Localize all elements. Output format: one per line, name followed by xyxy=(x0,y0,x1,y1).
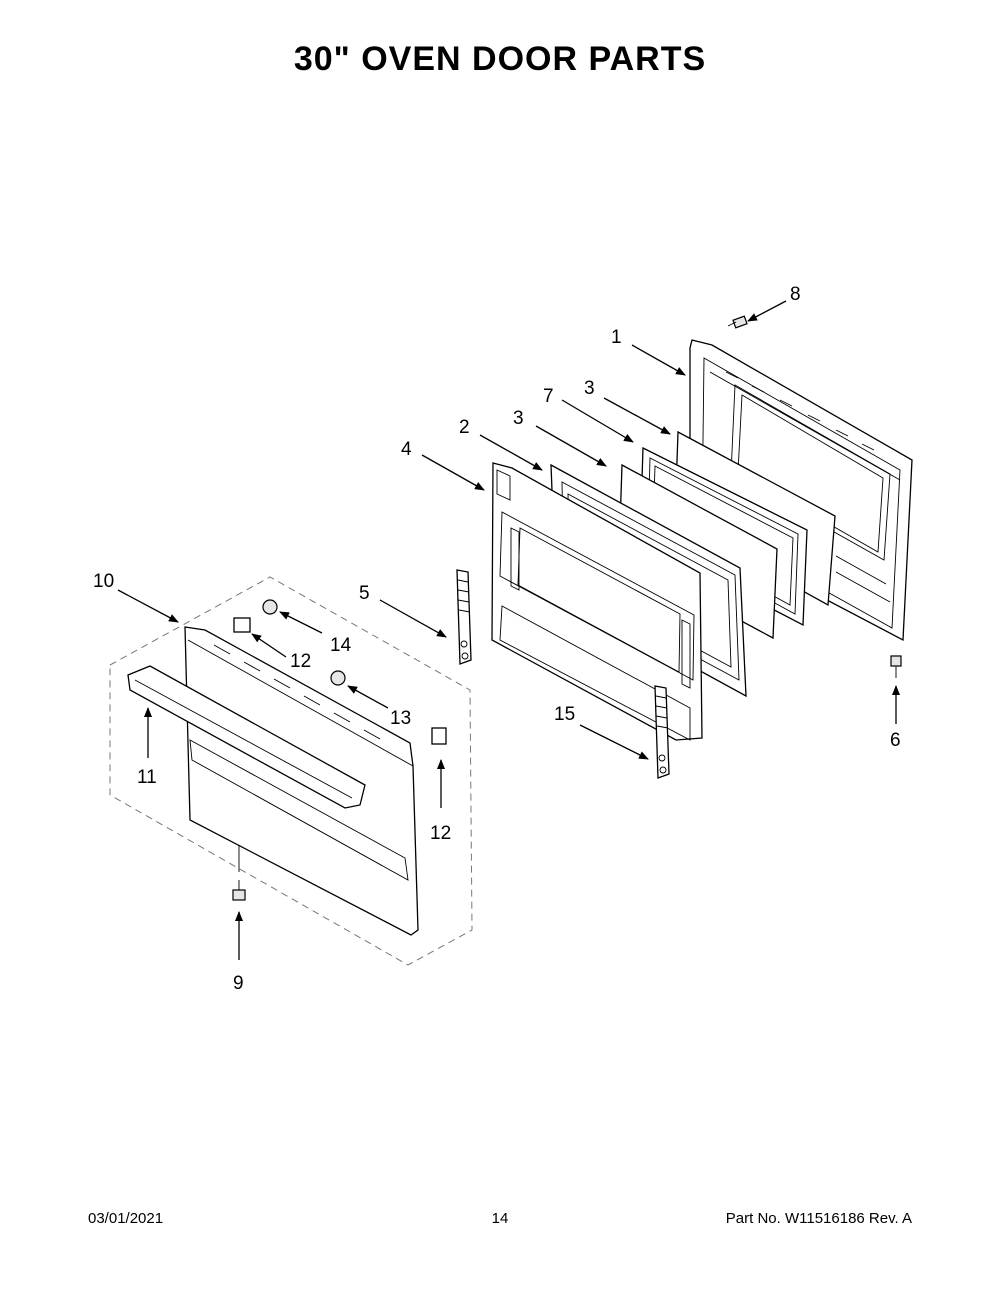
callout-11: 11 xyxy=(137,767,157,788)
screw-bottom xyxy=(232,880,246,901)
page-title: 30" OVEN DOOR PARTS xyxy=(293,40,707,78)
callout-6: 6 xyxy=(890,730,901,751)
callout-3-rear: 3 xyxy=(584,378,595,399)
footer-page-number: 14 xyxy=(491,1210,509,1227)
callout-12-top: 12 xyxy=(290,651,311,672)
callout-12-bottom: 12 xyxy=(430,823,451,844)
callout-4: 4 xyxy=(401,439,412,460)
callout-2: 2 xyxy=(459,417,470,438)
callout-9: 9 xyxy=(233,973,244,994)
handle-bracket-bottom xyxy=(431,727,447,745)
callout-13: 13 xyxy=(390,708,411,729)
door-hinge-left xyxy=(456,569,472,665)
footer-date: 03/01/2021 xyxy=(88,1210,164,1227)
callout-3-front: 3 xyxy=(513,408,524,429)
screw-top xyxy=(727,315,748,329)
callout-14: 14 xyxy=(330,635,352,656)
nut-top xyxy=(262,599,278,615)
door-hinge-right xyxy=(654,685,670,779)
screw-right xyxy=(890,655,902,678)
door-handle xyxy=(127,665,366,809)
door-frame xyxy=(491,462,703,741)
leader-lines xyxy=(117,300,900,960)
callout-15: 15 xyxy=(554,704,575,725)
callout-8: 8 xyxy=(790,284,801,305)
rear-door-panel xyxy=(689,339,913,642)
callout-10: 10 xyxy=(93,571,114,592)
callout-5: 5 xyxy=(359,583,370,604)
outer-door-assembly-outline xyxy=(109,576,473,966)
callout-1: 1 xyxy=(611,327,622,348)
footer-part-number: Part No. W11516186 Rev. A xyxy=(725,1210,912,1227)
nut-middle xyxy=(330,670,346,686)
handle-bracket-top xyxy=(233,617,251,633)
callout-7: 7 xyxy=(543,386,554,407)
